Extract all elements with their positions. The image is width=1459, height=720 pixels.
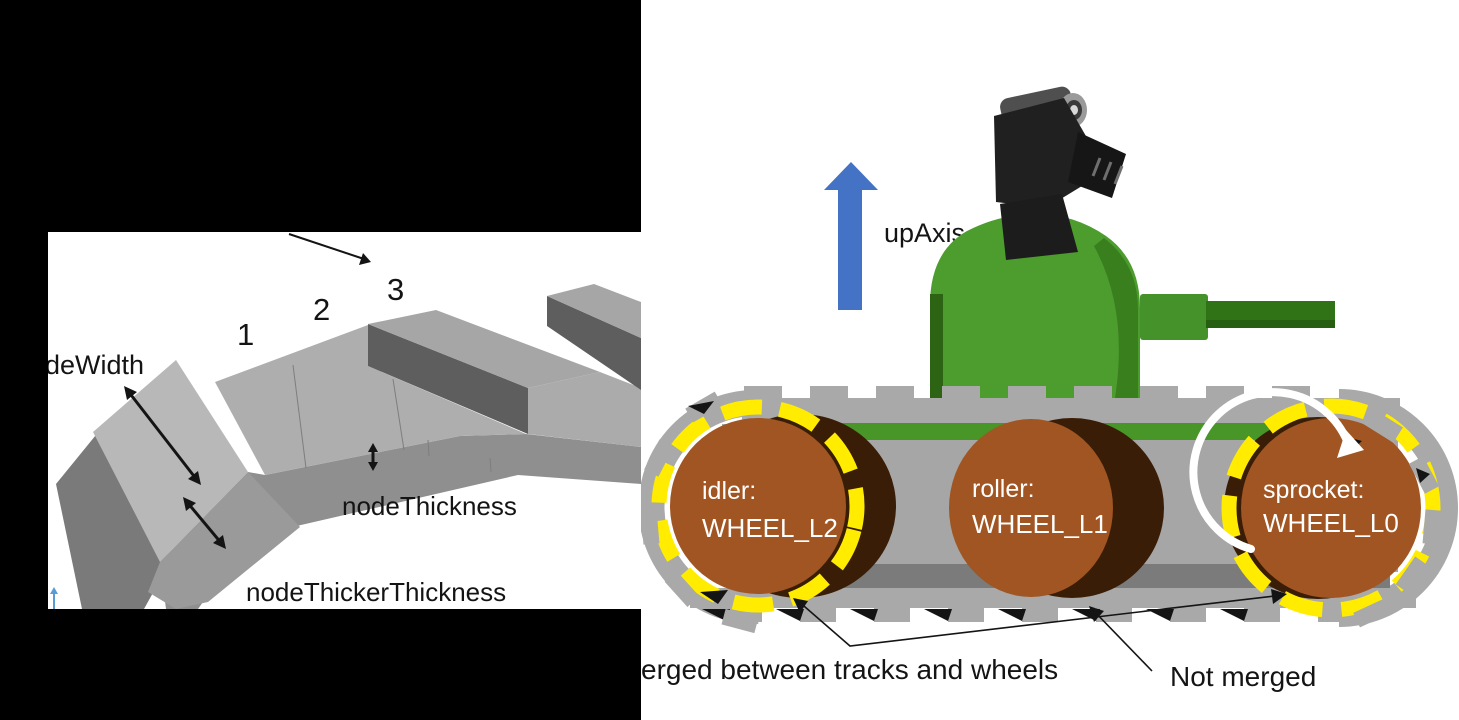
wheel-sprocket bbox=[1224, 417, 1421, 599]
node-label-3: 3 bbox=[387, 272, 404, 307]
wheel-roller bbox=[949, 418, 1164, 598]
track-node-render: 1 2 3 deWidth nodeThickness nodeThickerT… bbox=[48, 233, 641, 609]
tank-render: upAxis bbox=[641, 86, 1458, 692]
thicker-node-front-face bbox=[368, 324, 528, 434]
node-thickness-label: nodeThickness bbox=[342, 491, 517, 521]
roller-id-label: WHEEL_L1 bbox=[972, 509, 1108, 539]
not-merged-label: Not merged bbox=[1170, 661, 1316, 692]
rotation-arrow-icon bbox=[1189, 388, 1364, 553]
track-node-geometry bbox=[56, 284, 641, 609]
merged-annotation: erged between tracks and wheels bbox=[641, 589, 1287, 685]
roller-role-label: roller: bbox=[972, 475, 1035, 503]
idler-role-label: idler: bbox=[702, 477, 756, 505]
highlight-ring-sprocket bbox=[1221, 398, 1441, 618]
sprocket-id-label: WHEEL_L0 bbox=[1263, 508, 1399, 538]
node-thickness-arrow bbox=[368, 443, 378, 471]
sprocket-role-label: sprocket: bbox=[1263, 476, 1364, 504]
pointer-arrow-node3 bbox=[288, 233, 371, 265]
node-label-1: 1 bbox=[237, 317, 254, 352]
track-endcap-tabs bbox=[641, 391, 1442, 634]
dimension-arrows bbox=[124, 233, 378, 549]
not-merged-annotation: Not merged bbox=[1089, 606, 1316, 692]
node-top-face-flat bbox=[215, 325, 526, 475]
merged-label: erged between tracks and wheels bbox=[641, 654, 1058, 685]
up-axis-arrow-icon bbox=[824, 162, 878, 310]
tank-turret bbox=[930, 86, 1335, 404]
tank-figure-panel: upAxis bbox=[641, 0, 1459, 720]
highlight-ring-idler bbox=[651, 399, 865, 613]
track-node-figure: 1 2 3 deWidth nodeThickness nodeThickerT… bbox=[48, 232, 641, 609]
left-panel: 1 2 3 deWidth nodeThickness nodeThickerT… bbox=[0, 0, 641, 720]
node-top-face-tilted bbox=[93, 360, 248, 562]
node-width-label: deWidth bbox=[48, 350, 144, 380]
idler-id-label: WHEEL_L2 bbox=[702, 513, 838, 543]
gun-barrel bbox=[1140, 294, 1335, 340]
turret-dome bbox=[930, 214, 1140, 404]
node-label-2: 2 bbox=[313, 292, 330, 327]
node-thicker-thickness-label: nodeThickerThickness bbox=[246, 577, 506, 607]
node-width-arrow bbox=[124, 386, 201, 485]
sensor-head bbox=[994, 86, 1126, 260]
node-thicker-thickness-arrow bbox=[183, 497, 226, 549]
axis-gizmo-icon bbox=[50, 587, 58, 609]
track-bottom-band bbox=[690, 588, 1416, 608]
